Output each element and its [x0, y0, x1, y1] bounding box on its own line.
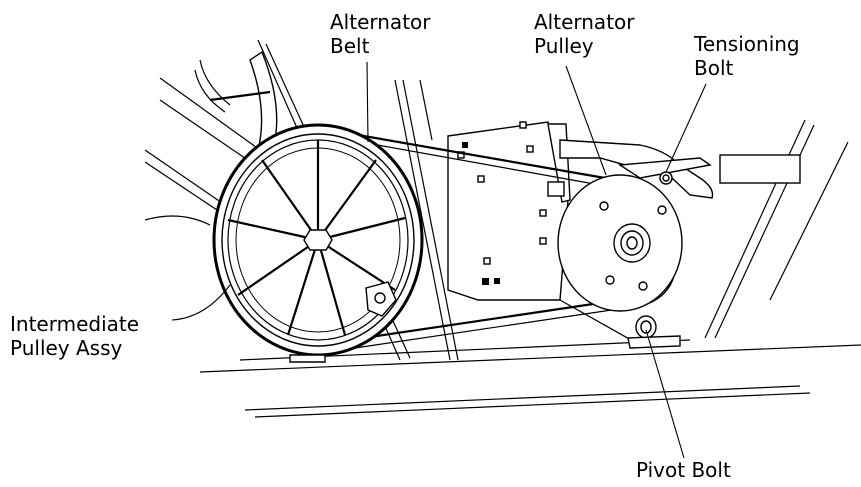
leader-lines	[171, 61, 707, 459]
bracket-bar	[209, 90, 271, 102]
intermediate-pulley	[212, 123, 424, 357]
label-intermediate-pulley-line2: Pulley Assy	[10, 336, 123, 360]
base-pieces	[289, 335, 681, 363]
label-alternator-pulley: Alternator Pulley	[534, 10, 635, 58]
label-alternator-pulley-line1: Alternator	[534, 10, 635, 34]
pivot-bolt	[635, 315, 657, 339]
label-intermediate-pulley-line1: Intermediate	[10, 312, 140, 336]
label-tensioning-bolt-line2: Bolt	[694, 56, 734, 80]
label-tensioning-bolt: Tensioning Bolt	[694, 32, 800, 80]
label-intermediate-pulley: Intermediate Pulley Assy	[10, 312, 139, 360]
label-alternator-belt-line2: Belt	[330, 34, 370, 58]
label-pivot-bolt: Pivot Bolt	[636, 458, 731, 482]
label-alternator-pulley-line2: Pulley	[534, 34, 594, 58]
label-alternator-belt-line1: Alternator	[330, 10, 431, 34]
tensioning-bolt	[659, 171, 673, 185]
alternator-pulley	[557, 174, 683, 312]
label-tensioning-bolt-line1: Tensioning	[694, 32, 800, 56]
label-alternator-belt: Alternator Belt	[330, 10, 431, 58]
